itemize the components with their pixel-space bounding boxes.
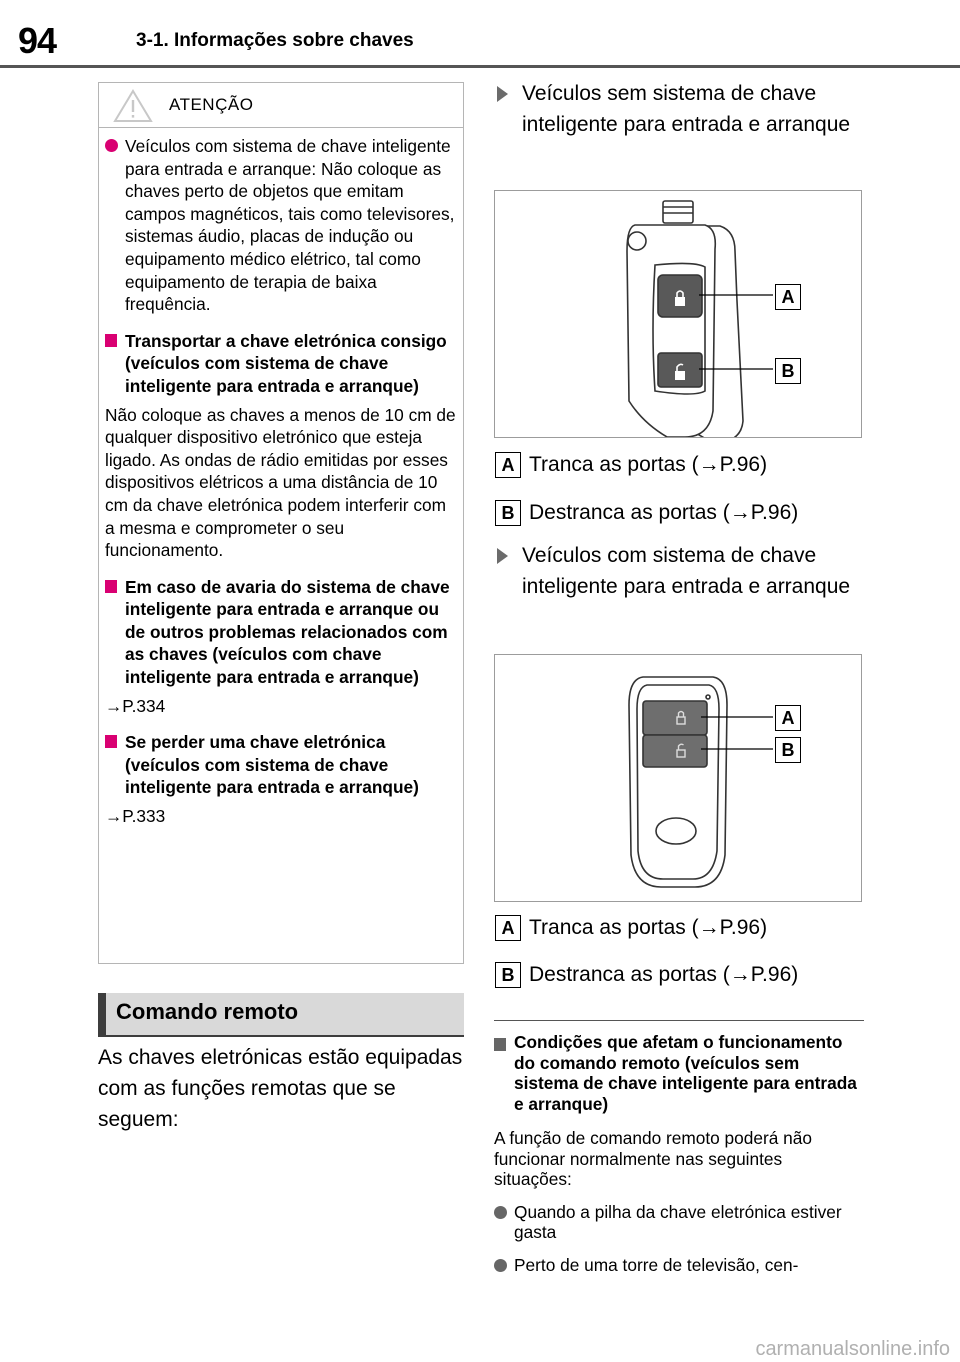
legend-unlock-text: Destranca as portas (→P.96): [529, 501, 799, 524]
callout-label-a: A: [775, 284, 801, 310]
conditions-bullet: Perto de uma torre de televisão, cen-: [494, 1255, 864, 1276]
bullet-dot-icon: [105, 139, 118, 152]
conditions-divider: [494, 1020, 864, 1021]
legend-label-b: B: [495, 500, 521, 526]
warning-bullet: Veículos com sistema de chave inteligent…: [105, 135, 457, 316]
callout-label-b: B: [775, 358, 801, 384]
square-marker-icon: [494, 1038, 506, 1051]
legend-label-a: A: [495, 915, 521, 941]
subheading-text: Transportar a chave eletrónica consigo (…: [125, 330, 447, 396]
conditions-body: A função de comando remoto poderá não fu…: [494, 1128, 864, 1275]
warning-subheading: Transportar a chave eletrónica consigo (…: [105, 330, 457, 398]
warning-triangle-icon: [113, 89, 153, 122]
warning-paragraph: Não coloque as chaves a menos de 10 cm d…: [105, 404, 456, 561]
section-heading-text: Comando remoto: [116, 999, 299, 1024]
smart-key-illustration: [628, 676, 773, 888]
watermark: carmanualsonline.info: [755, 1338, 950, 1360]
legend-lock-text: Tranca as portas (→P.96): [529, 916, 768, 939]
subsection-heading: Veículos com sistema de chave inteligent…: [522, 544, 851, 598]
section-title: 3-1. Informações sobre chaves: [136, 30, 414, 51]
bullet-dot-icon: [494, 1205, 507, 1219]
page-reference: →P.333: [105, 806, 166, 827]
callout-label-a: A: [775, 705, 801, 731]
bullet-dot-icon: [494, 1258, 507, 1272]
arrow-marker-icon: [497, 86, 508, 102]
intro-paragraph: As chaves eletrónicas estão equipadas co…: [98, 1046, 463, 1131]
square-marker-icon: [105, 579, 117, 593]
legend-lock-text: Tranca as portas (→P.96): [529, 453, 768, 476]
warning-header: ATENÇÃO: [99, 83, 463, 128]
key-figure-smart: A B: [494, 654, 862, 902]
arrow-marker-icon: [497, 548, 508, 564]
callout-label-b: B: [775, 737, 801, 763]
subheading-text: Em caso de avaria do sistema de chave in…: [125, 576, 450, 688]
legend-label-a: A: [495, 452, 521, 478]
conditions-bullet-text: Perto de uma torre de televisão, cen-: [514, 1254, 799, 1275]
warning-subheading: Se perder uma chave eletrónica (veículos…: [105, 731, 457, 799]
key-figure-folding: A B: [494, 190, 862, 444]
conditions-bullet-text: Quando a pilha da chave eletrónica estiv…: [514, 1201, 842, 1243]
section-heading: Comando remoto: [98, 993, 464, 1035]
legend-unlock-text: Destranca as portas (→P.96): [529, 963, 799, 986]
square-marker-icon: [105, 735, 117, 749]
legend-label-b: B: [495, 962, 521, 988]
header-divider: [0, 65, 960, 68]
warning-body: Veículos com sistema de chave inteligent…: [105, 135, 457, 842]
warning-subheading: Em caso de avaria do sistema de chave in…: [105, 576, 457, 689]
folding-key-illustration: [626, 200, 773, 444]
square-marker-icon: [105, 333, 117, 347]
conditions-title: Condições que afetam o funcionamento do …: [514, 1032, 857, 1114]
warning-box: ATENÇÃO Veículos com sistema de chave in…: [98, 82, 464, 964]
subsection-heading: Veículos sem sistema de chave inteligent…: [522, 82, 851, 136]
conditions-bullet: Quando a pilha da chave eletrónica estiv…: [494, 1202, 864, 1243]
heading-underline: [98, 1035, 464, 1037]
page-reference: →P.334: [105, 695, 166, 716]
warning-title: ATENÇÃO: [169, 95, 254, 114]
warning-bullet-text: Veículos com sistema de chave inteligent…: [125, 136, 455, 315]
page-number: 94: [18, 20, 57, 61]
conditions-intro: A função de comando remoto poderá não fu…: [494, 1128, 813, 1189]
subheading-text: Se perder uma chave eletrónica (veículos…: [125, 732, 419, 798]
